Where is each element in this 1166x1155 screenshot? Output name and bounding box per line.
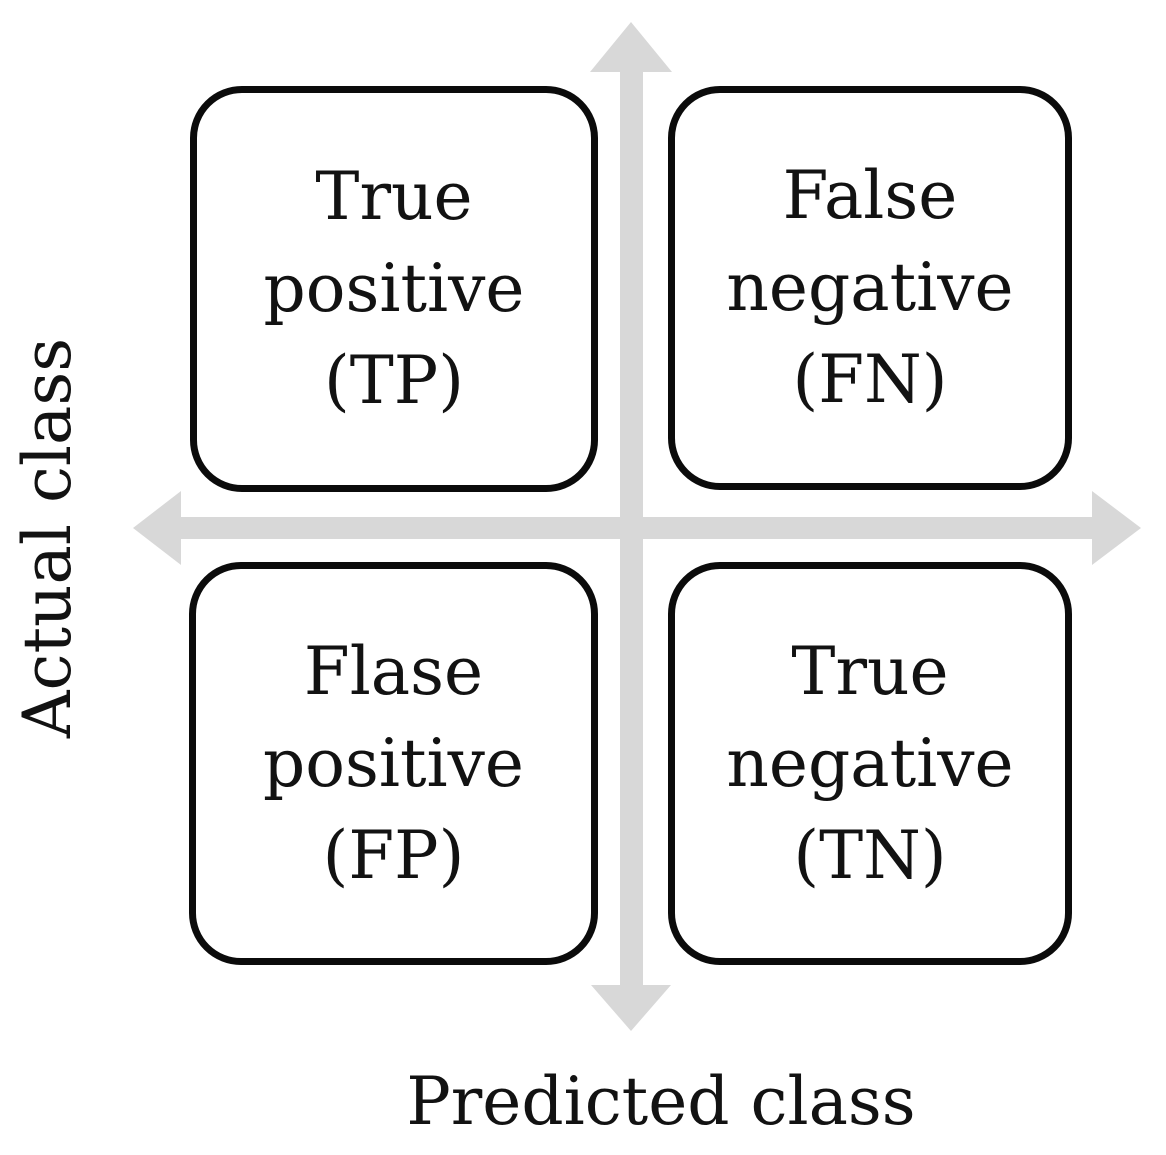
quadrant-label-line: positive (263, 250, 525, 327)
quadrant-label-line: True (315, 158, 473, 235)
quadrant-label-line: False (782, 157, 958, 234)
actual-class-axis-label: Actual class (9, 337, 86, 739)
quadrant-label-line: Flase (303, 632, 484, 710)
quadrant-label-line: positive (263, 724, 524, 802)
quadrant-label-line: True (791, 632, 949, 710)
predicted-class-axis-label: Predicted class (406, 1063, 916, 1140)
quadrant-label-line: negative (726, 724, 1014, 802)
horizontal-axis-arrow (133, 491, 1141, 565)
quadrant-false-positive: Flase positive (FP) (189, 562, 598, 965)
quadrant-label-line: (FN) (792, 341, 948, 418)
quadrant-label-line: (TP) (324, 342, 464, 419)
quadrant-false-negative: False negative (FN) (668, 86, 1072, 490)
quadrant-label-line: (FP) (322, 816, 465, 894)
quadrant-label-line: negative (726, 249, 1014, 326)
quadrant-label-line: (TN) (793, 816, 947, 894)
quadrant-true-positive: True positive (TP) (190, 86, 598, 492)
quadrant-true-negative: True negative (TN) (668, 562, 1072, 965)
